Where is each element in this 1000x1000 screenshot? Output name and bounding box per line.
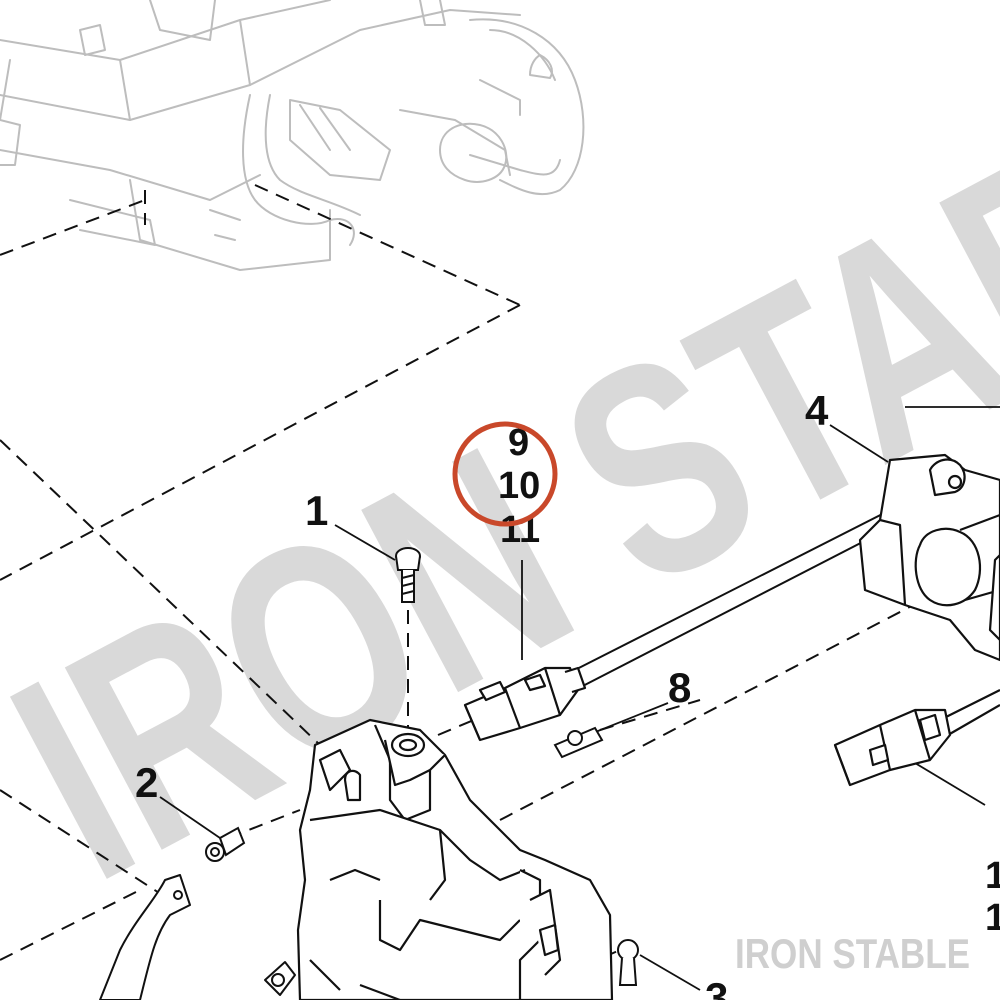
callout-4[interactable]: 4 — [805, 387, 829, 434]
bolt-part-1 — [395, 547, 421, 603]
callout-1[interactable]: 1 — [305, 487, 328, 534]
callout-12[interactable]: 12 — [985, 855, 1000, 897]
callout-8[interactable]: 8 — [668, 664, 691, 711]
callout-9[interactable]: 9 — [508, 422, 529, 464]
connector-plug-right — [833, 689, 1000, 787]
leader-lines — [159, 406, 1000, 991]
sensor-cable — [564, 499, 916, 691]
connector-plug — [463, 666, 587, 742]
callouts: 1 2 3 4 8 9 10 11 12 13 — [135, 387, 1000, 1000]
callout-3[interactable]: 3 — [705, 974, 728, 1000]
callout-13[interactable]: 13 — [985, 897, 1000, 939]
callout-10[interactable]: 10 — [498, 465, 540, 507]
mounting-bracket — [296, 718, 614, 1000]
callout-2[interactable]: 2 — [135, 759, 158, 806]
screw-part-3 — [617, 939, 639, 986]
watermark-corner: IRON STABLE — [735, 930, 970, 977]
strap-bracket — [99, 874, 296, 1000]
highlight-ring — [452, 421, 558, 527]
screw-part-2 — [205, 826, 246, 862]
clip-part-8 — [553, 726, 604, 759]
actuator-housing-part-4 — [858, 453, 1000, 662]
upper-assembly-faded — [0, 0, 585, 271]
